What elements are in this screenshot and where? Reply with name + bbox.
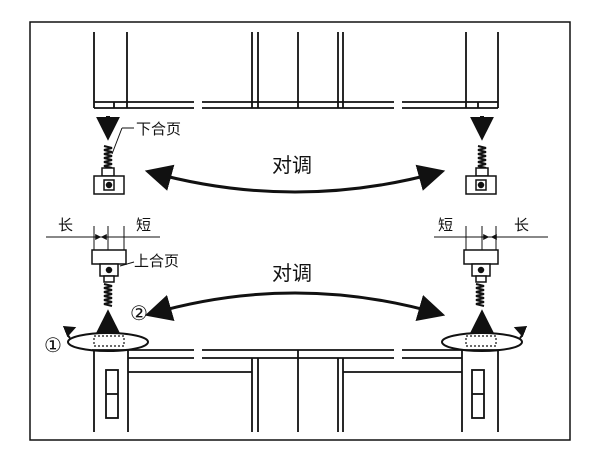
swap-label-bottom: 对调: [272, 261, 312, 285]
lower-hinge-leader: [111, 127, 123, 155]
upper-hinge-left: [91, 249, 127, 307]
swap-arrow-bottom: [144, 291, 446, 321]
diagram-frame: [29, 21, 571, 441]
swap-arrow-top: [144, 164, 446, 194]
dimension-left: [46, 226, 160, 250]
upper-hinge-label: 上合页: [134, 252, 179, 270]
top-cabinet: [93, 32, 499, 109]
short-label-right: 短: [438, 216, 453, 234]
lower-hinge-left: [93, 145, 125, 195]
long-label-left: 长: [58, 216, 73, 234]
rotate-arrow-right: [441, 325, 528, 352]
dimension-right: [434, 226, 548, 250]
bottom-cabinet: [92, 349, 500, 432]
rotate-arrow-left: [62, 325, 149, 352]
step-two-marker: ②: [130, 301, 148, 325]
long-label-right: 长: [514, 216, 529, 234]
short-label-left: 短: [136, 216, 151, 234]
hinge-hole-left: [93, 335, 125, 347]
upper-hinge-right: [463, 249, 499, 307]
lower-hinge-right: [465, 145, 497, 195]
hinge-hole-right: [465, 335, 497, 347]
swap-label-top: 对调: [272, 153, 312, 177]
lower-hinge-label: 下合页: [136, 120, 181, 138]
step-one-marker: ①: [44, 333, 62, 357]
